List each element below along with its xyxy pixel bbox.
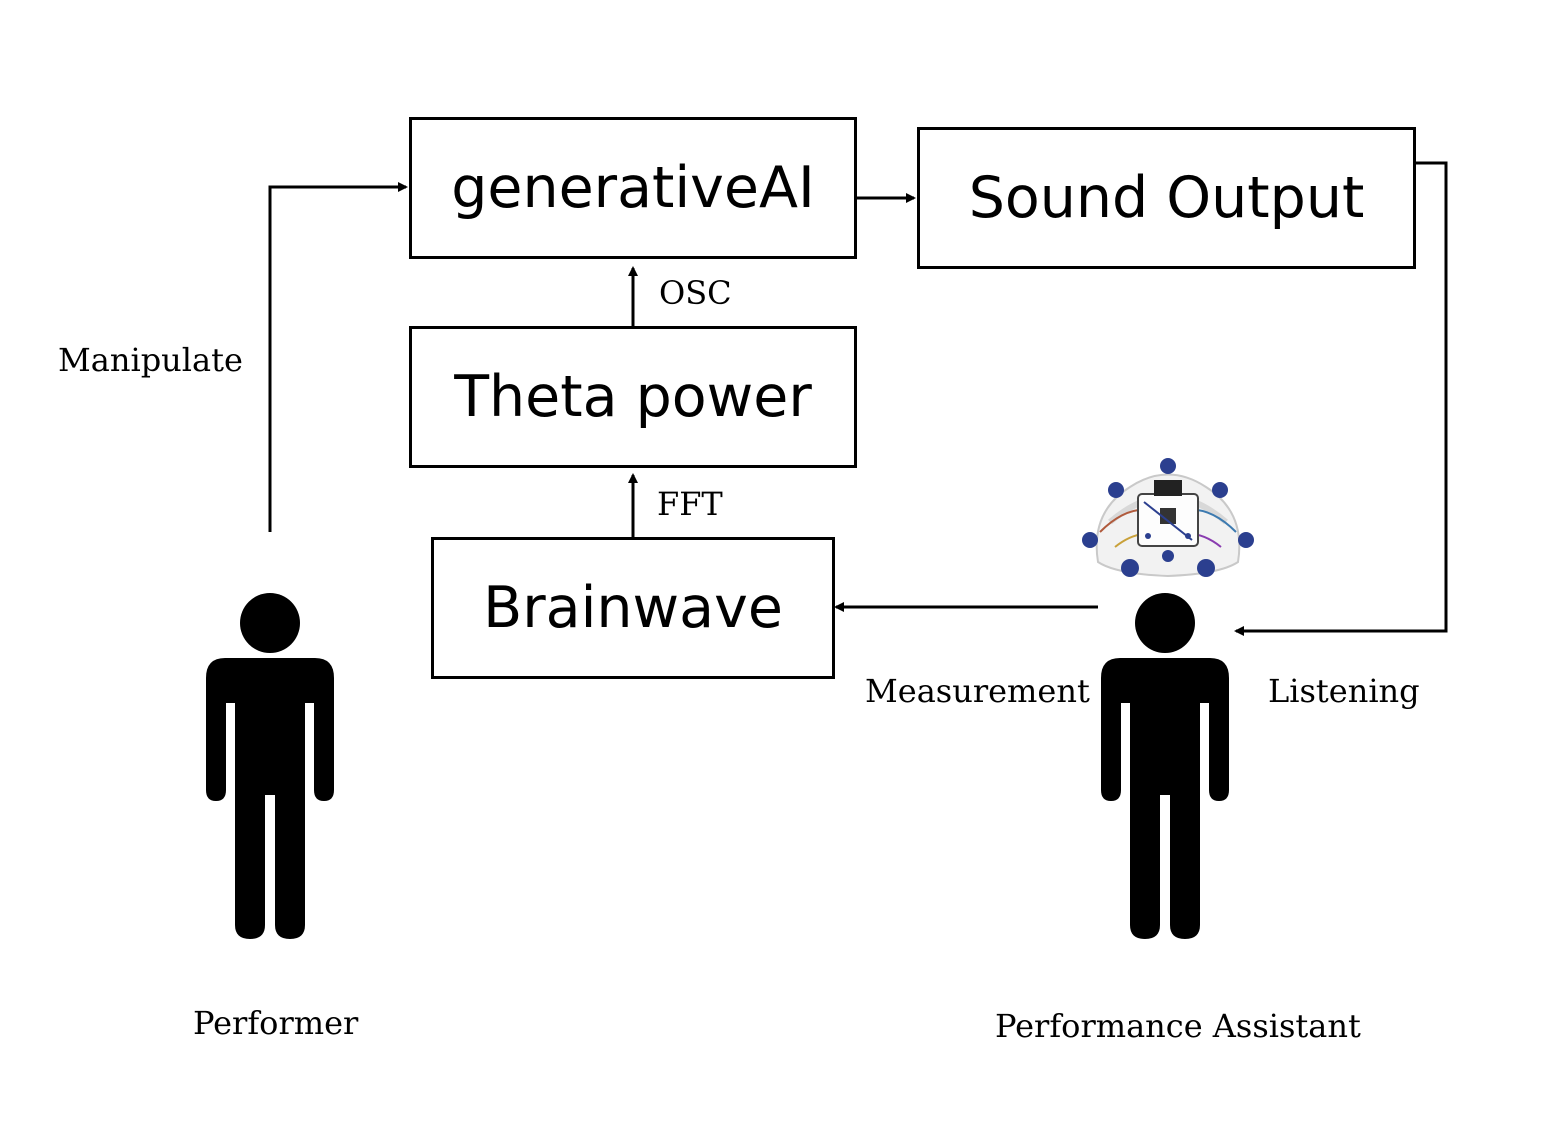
assistant-label: Performance Assistant	[995, 1007, 1361, 1045]
manipulate-label: Manipulate	[58, 341, 243, 379]
performer-person-icon	[206, 593, 334, 939]
listening-label: Listening	[1268, 672, 1420, 710]
sound-output-label: Sound Output	[968, 165, 1365, 231]
brainwave-label: Brainwave	[483, 575, 783, 641]
fft-label: FFT	[657, 485, 723, 523]
listening-arrow	[1234, 161, 1448, 636]
generative-ai-label: generativeAI	[451, 155, 815, 221]
theta-power-label: Theta power	[454, 364, 812, 430]
eeg-headset-icon	[1070, 452, 1266, 590]
sound-output-box: Sound Output	[917, 127, 1416, 269]
assistant-person-icon	[1101, 593, 1229, 939]
brainwave-box: Brainwave	[431, 537, 835, 679]
measurement-label: Measurement	[865, 672, 1090, 710]
generative-ai-box: generativeAI	[409, 117, 857, 259]
performer-label: Performer	[193, 1004, 359, 1042]
manipulate-arrow	[268, 182, 408, 532]
osc-label: OSC	[659, 274, 732, 312]
theta-power-box: Theta power	[409, 326, 857, 468]
